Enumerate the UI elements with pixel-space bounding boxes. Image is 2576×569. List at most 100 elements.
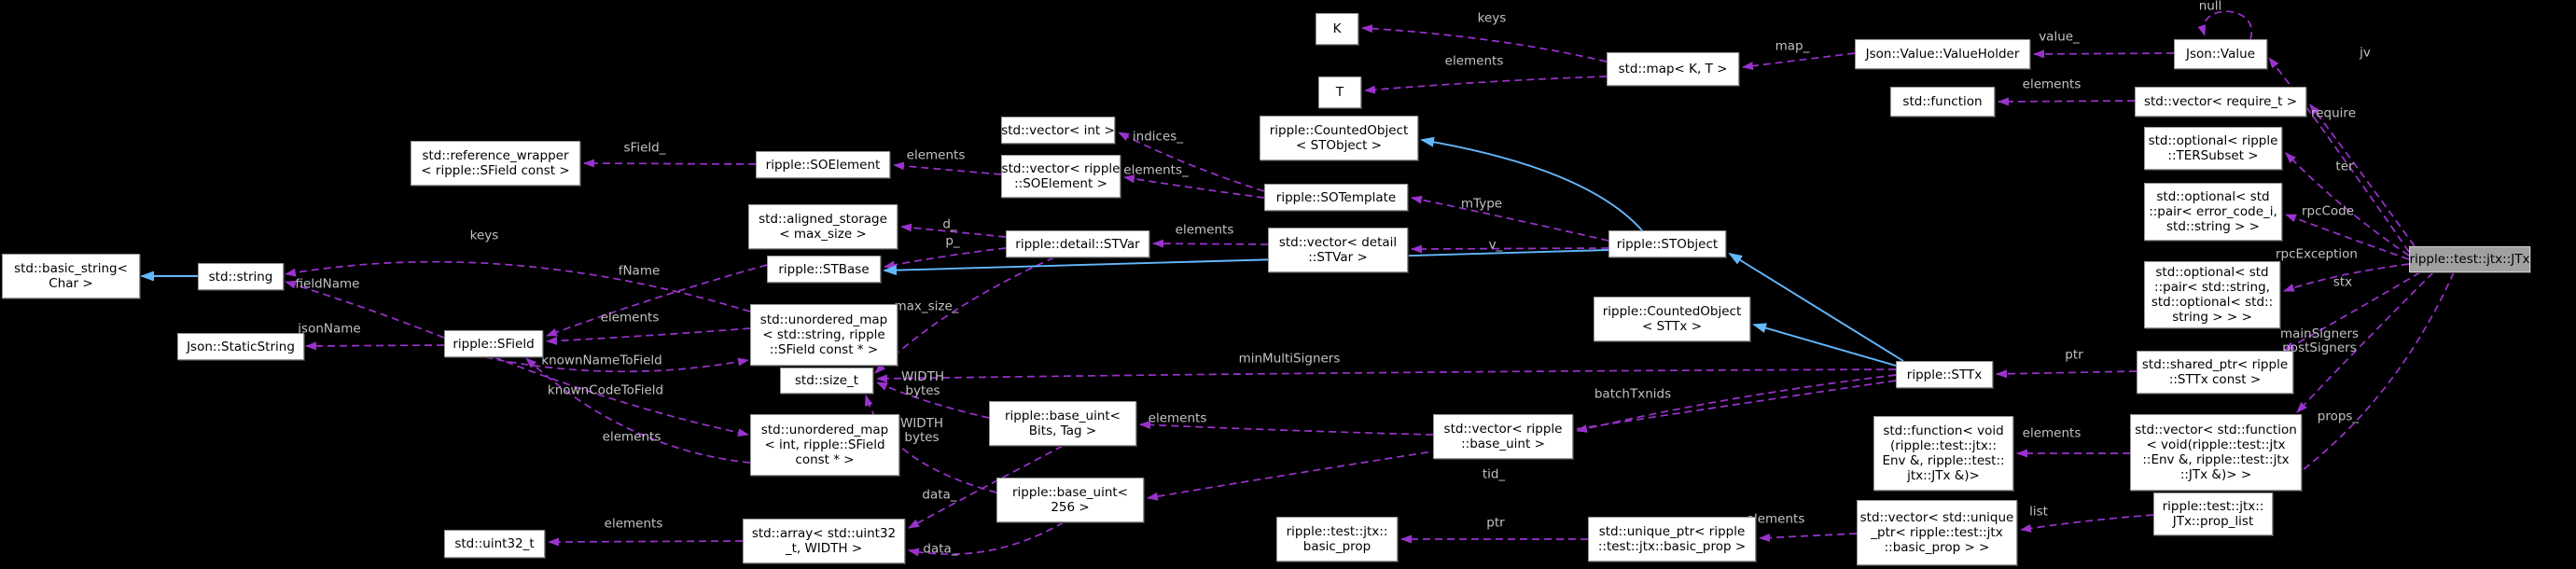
node-label-line: basic_prop [1302, 539, 1372, 554]
node-aligned-storage-max-size[interactable]: std::aligned_storage< max_size > [748, 204, 898, 249]
node-function-void-env-jtx[interactable]: std::function< void(ripple::test::jtx::E… [1873, 416, 2013, 491]
edge-label-text: jv [2360, 45, 2371, 61]
edge-fname [546, 264, 768, 337]
node-label-line: std::optional< std:: [2151, 295, 2274, 310]
node-unordered-map-string-sfield[interactable]: std::unordered_map< std::string, ripple:… [750, 304, 898, 366]
edge-label-fname: fName [618, 263, 661, 279]
node-k[interactable]: K [1316, 13, 1358, 45]
edge-label-text: rpcException [2276, 246, 2358, 262]
edge-label-text: elements [906, 147, 966, 163]
node-detail-stvar[interactable]: ripple::detail::STVar [1006, 230, 1149, 257]
node-label-line: std::function< void [1883, 423, 2004, 438]
edge-label-batchtxnids: batchTxnids [1594, 386, 1672, 402]
node-label-line: std::string [208, 269, 273, 284]
node-size-t[interactable]: std::size_t [780, 368, 873, 394]
edge-label-value: value_ [2039, 30, 2080, 45]
node-std-function[interactable]: std::function [1890, 87, 1995, 117]
edge-v [1411, 244, 1609, 254]
node-sfield[interactable]: ripple::SField [444, 330, 543, 357]
node-label-line: ripple::STBase [778, 261, 870, 277]
node-uint32-t[interactable]: std::uint32_t [444, 530, 545, 558]
node-label-line: < void(ripple::test::jtx [2146, 437, 2286, 452]
node-label-line: ripple::test::jtx:: [1286, 524, 1388, 539]
node-label-line: std::basic_string< [14, 261, 128, 276]
edge-tid [1147, 380, 1897, 501]
edge-rpccode [2285, 214, 2410, 260]
node-jtx-prop-list[interactable]: ripple::test::jtx::JTx::prop_list [2153, 493, 2273, 535]
edge-null [2197, 10, 2253, 40]
node-sttx[interactable]: ripple::STTx [1896, 361, 1993, 388]
edge-elements-vec-soelement [1123, 174, 1265, 199]
node-vector-function-void-env-jtx[interactable]: std::vector< std::function< void(ripple:… [2130, 414, 2302, 491]
edge-elements-array [548, 537, 744, 547]
node-stbase[interactable]: ripple::STBase [767, 256, 881, 283]
node-jtx[interactable]: ripple::test::jtx::JTx [2409, 246, 2530, 272]
edge-label-text: WIDTH [899, 416, 944, 431]
node-label-line: ::Env &, ripple::test::jtx [2142, 452, 2290, 467]
node-vector-int[interactable]: std::vector< int > [1001, 117, 1115, 144]
node-label-line: ripple::detail::STVar [1015, 236, 1140, 252]
node-label-line: ::test::jtx::basic_prop > [1597, 539, 1747, 554]
node-label-line: std::optional< ripple [2148, 133, 2278, 148]
node-stobject[interactable]: ripple::STObject [1608, 230, 1726, 257]
edge-label-text: elements [602, 429, 661, 445]
edge-label-mtype: mType [1460, 196, 1503, 212]
edge-elements-baseuint [1139, 420, 1434, 436]
node-unique-ptr-basic-prop[interactable]: std::unique_ptr< ripple::test::jtx::basi… [1588, 517, 1756, 562]
edge-label-indices: indices_ [1133, 130, 1183, 145]
edge-label-text: null [2198, 0, 2222, 14]
node-std-string[interactable]: std::string [198, 263, 284, 290]
edge-label-map: map_ [1775, 39, 1810, 54]
edge-elements-require [1998, 97, 2136, 106]
node-array-uint32-width[interactable]: std::array< std::uint32_t, WIDTH > [743, 519, 905, 563]
edge-fieldname [285, 281, 445, 339]
node-base-uint-256[interactable]: ripple::base_uint<256 > [996, 478, 1144, 522]
node-reference-wrapper-sfield[interactable]: std::reference_wrapper< ripple::SField c… [411, 141, 580, 186]
node-label-line: Json::StaticString [187, 339, 295, 354]
node-shared-ptr-sttx-const[interactable]: std::shared_ptr< ripple::STTx const > [2137, 351, 2293, 394]
edge-label-ter: ter [2335, 160, 2353, 174]
edge-label-data-bits: data_ [922, 488, 956, 503]
edge-label-elements-map: elements [1445, 54, 1504, 69]
node-vector-detail-stvar[interactable]: std::vector< detail::STVar > [1268, 228, 1408, 272]
node-label-line: T [1335, 85, 1344, 100]
node-json-value[interactable]: Json::Value [2174, 39, 2267, 69]
node-label-line: K [1332, 21, 1342, 36]
node-countedobject-stobject[interactable]: ripple::CountedObject< STObject > [1260, 116, 1418, 160]
node-json-value-valueholder[interactable]: Json::Value::ValueHolder [1855, 39, 2030, 69]
node-optional-tersubset[interactable]: std::optional< ripple::TERSubset > [2144, 127, 2282, 170]
node-countedobject-sttx[interactable]: ripple::CountedObject< STTx > [1594, 297, 1750, 341]
node-label-line: Json::Value::ValueHolder [1865, 47, 2020, 62]
edge-sfield-ref [583, 159, 757, 168]
node-label-line: ::basic_prop > > [1884, 540, 1990, 555]
edge-label-text: mType [1460, 196, 1503, 212]
node-basic-string-char[interactable]: std::basic_string<Char > [2, 254, 140, 298]
node-soelement[interactable]: ripple::SOElement [756, 151, 890, 178]
node-optional-pair-string-optional[interactable]: std::optional< std::pair< std::string,st… [2144, 261, 2280, 328]
node-vector-base-uint[interactable]: std::vector< ripple::base_uint > [1433, 414, 1573, 459]
node-base-uint-bits-tag[interactable]: ripple::base_uint<Bits, Tag > [989, 401, 1136, 446]
node-t[interactable]: T [1318, 76, 1361, 108]
node-label-line: std::string > > [2166, 219, 2260, 234]
node-optional-pair-error-code[interactable]: std::optional< std::pair< error_code_i,s… [2144, 183, 2282, 241]
node-sotemplate[interactable]: ripple::SOTemplate [1264, 184, 1408, 211]
edge-label-v: v_ [1489, 238, 1503, 253]
node-vector-soelement[interactable]: std::vector< ripple::SOElement > [1001, 155, 1121, 198]
node-basic-prop[interactable]: ripple::test::jtx::basic_prop [1276, 517, 1398, 562]
edge-label-text: d_ [942, 216, 957, 232]
node-std-map-k-t[interactable]: std::map< K, T > [1607, 52, 1739, 86]
edge-elements-soelement [893, 161, 1002, 175]
node-vector-unique-ptr-basic-prop[interactable]: std::vector< std::unique_ptr< ripple::te… [1857, 500, 2017, 565]
edge-p [884, 247, 1007, 270]
edge-label-text: fName [618, 263, 661, 279]
edge-label-text: batchTxnids [1594, 386, 1672, 402]
node-vector-require-t[interactable]: std::vector< require_t > [2135, 87, 2306, 117]
edge-label-max-size: max_size_ [894, 299, 958, 314]
node-label-line: ripple::base_uint< [1005, 409, 1121, 423]
node-label-line: std::map< K, T > [1618, 62, 1728, 76]
node-json-staticstring[interactable]: Json::StaticString [177, 333, 304, 360]
node-label-line: ::pair< error_code_i, [2149, 204, 2277, 219]
